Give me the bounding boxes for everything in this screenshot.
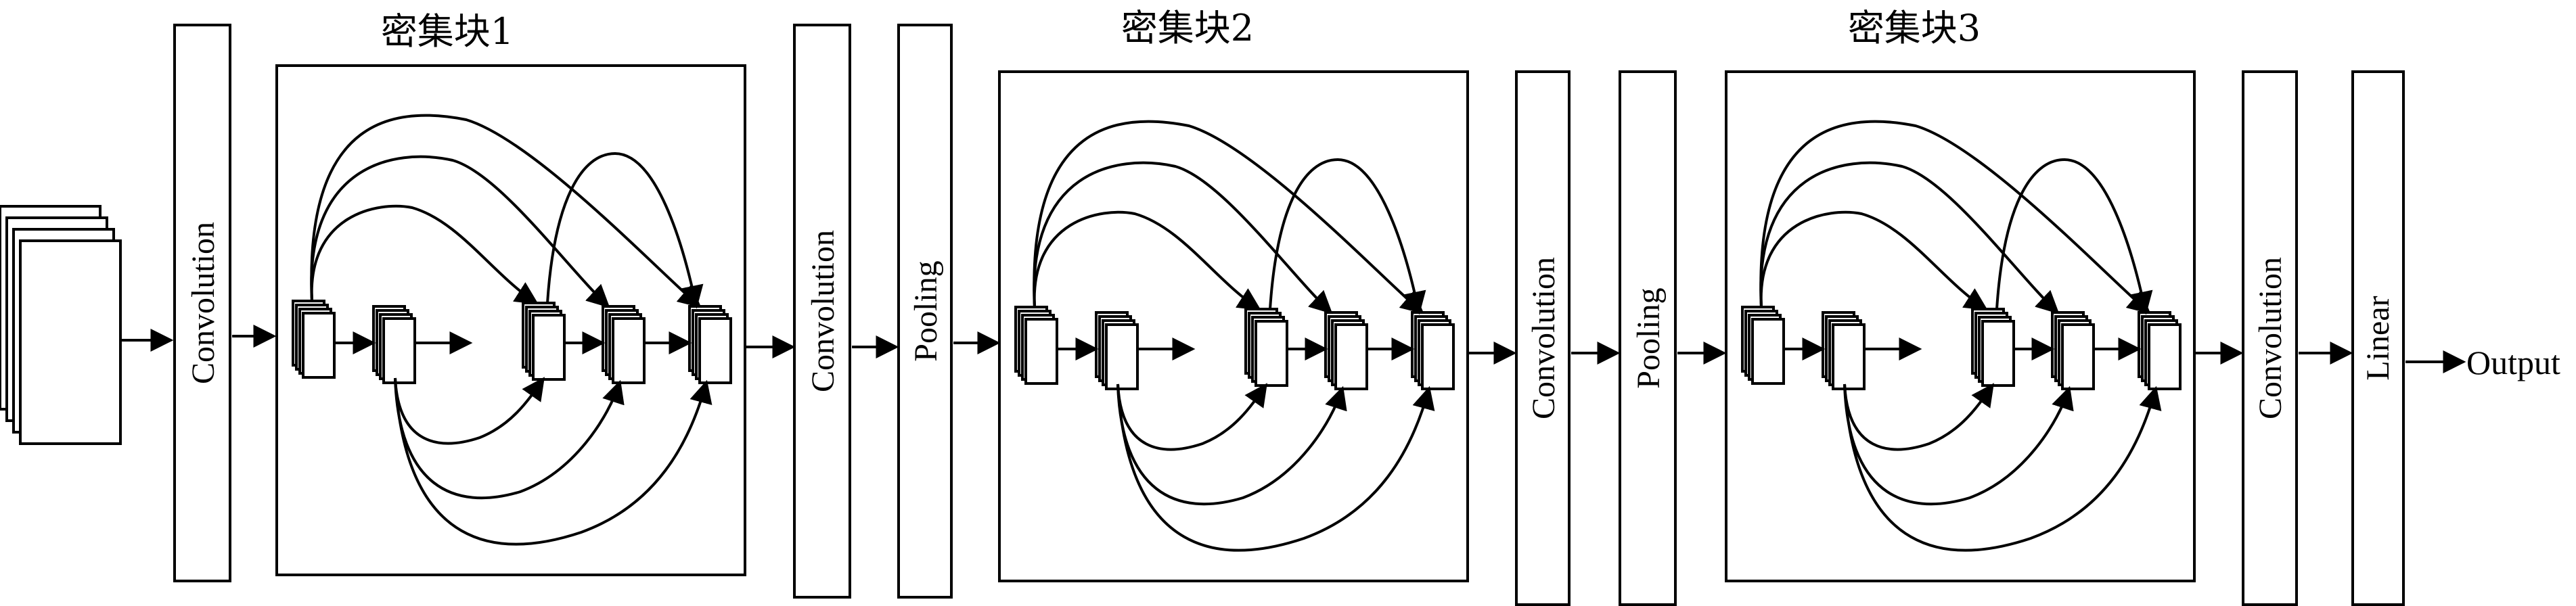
dense-skip-connections xyxy=(310,114,713,546)
layer-linear: Linear xyxy=(2351,70,2405,606)
dense-skip-connections xyxy=(1759,120,2162,552)
dense-block-1-title: 密集块1 xyxy=(381,10,514,53)
layer-conv2: Convolution xyxy=(793,24,851,599)
layer-conv4: Convolution xyxy=(2242,70,2298,606)
feature-map-4 xyxy=(602,305,646,384)
feature-map-5 xyxy=(2138,311,2182,390)
layer-pool2: Pooling xyxy=(1619,70,1677,606)
layer-pool1-label: Pooling xyxy=(908,260,944,361)
layer-conv4-label: Convolution xyxy=(2253,257,2288,419)
feature-map-3 xyxy=(522,302,566,381)
main-flow-arrows xyxy=(120,325,2466,373)
layer-pool1: Pooling xyxy=(897,24,953,599)
feature-map-5 xyxy=(1411,311,1455,390)
feature-map-1 xyxy=(1014,306,1058,385)
output-label: Output xyxy=(2466,344,2560,381)
feature-map-2 xyxy=(372,305,416,384)
dense-block-1: 密集块1 xyxy=(275,10,746,576)
dense-skip-connections xyxy=(1033,120,1435,552)
feature-map-4 xyxy=(2051,311,2095,390)
dense-block-2: 密集块2 xyxy=(998,7,1469,582)
layer-conv3-label: Convolution xyxy=(1526,257,1562,419)
feature-map-3 xyxy=(1244,308,1288,387)
input-image-stack xyxy=(0,205,122,445)
feature-map-5 xyxy=(688,305,732,384)
feature-map-1 xyxy=(1741,306,1785,385)
feature-map-2 xyxy=(1095,311,1139,390)
dense-block-3-title: 密集块3 xyxy=(1848,7,1981,49)
layer-pool2-label: Pooling xyxy=(1631,287,1667,388)
layer-linear-label: Linear xyxy=(2360,296,2396,380)
feature-map-3 xyxy=(1971,308,2015,387)
layer-conv3: Convolution xyxy=(1515,70,1571,606)
layer-conv2-label: Convolution xyxy=(805,230,841,392)
dense-block-2-title: 密集块2 xyxy=(1121,7,1254,49)
feature-map-2 xyxy=(1822,311,1866,390)
dense-block-3: 密集块3 xyxy=(1725,7,2196,582)
layer-conv1-label: Convolution xyxy=(185,222,221,384)
feature-map-1 xyxy=(292,300,336,379)
feature-map-4 xyxy=(1324,311,1368,390)
layer-conv1: Convolution xyxy=(173,24,231,582)
